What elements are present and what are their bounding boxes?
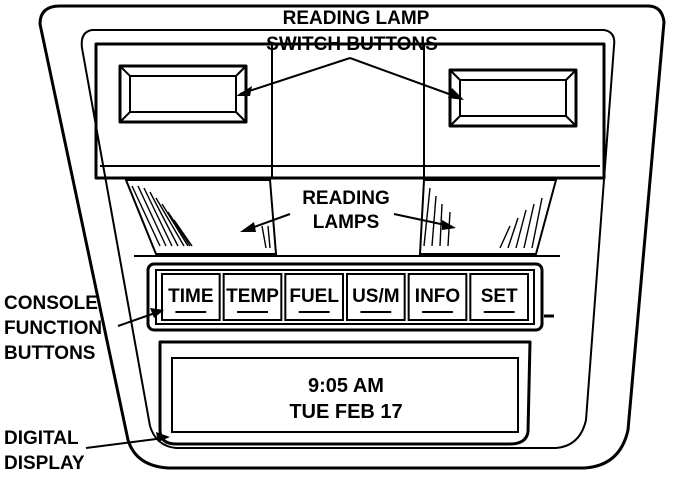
arrow-switch-right: [448, 88, 464, 100]
leader-switch-left: [239, 57, 351, 95]
callout-console-line2: FUNCTION: [4, 318, 102, 339]
callout-console-line1: CONSOLE: [4, 293, 98, 314]
callout-reading-lamp-switch-line2: SWITCH BUTTONS: [266, 34, 438, 55]
console-housing: [38, 4, 666, 470]
reading-lamp-right: [418, 179, 558, 255]
function-button-frame: [407, 273, 468, 321]
function-button-label: US/M: [352, 286, 400, 307]
reading-lamp-switch-left[interactable]: [118, 64, 248, 124]
callout-digital-line1: DIGITAL: [4, 428, 79, 449]
function-button-us-m[interactable]: US/M: [346, 273, 406, 321]
function-button-set[interactable]: SET: [469, 273, 530, 321]
callout-reading-lamp-switch-line1: READING LAMP: [283, 8, 430, 29]
lamp-hatching-left: [131, 185, 271, 249]
reading-lamp-left: [124, 179, 278, 255]
lamp-hatching-right: [423, 187, 543, 249]
callout-console-line3: BUTTONS: [4, 343, 95, 364]
display-window: [171, 357, 519, 433]
function-button-frame: [284, 273, 345, 321]
leader-console: [117, 311, 159, 327]
arrow-lamp-left: [240, 222, 256, 232]
leader-lamp-right: [393, 213, 451, 227]
function-buttons: TIME TEMP FUEL US/M INFO SET: [161, 273, 530, 321]
console-housing-inner: [80, 29, 616, 449]
leader-switch-right: [349, 57, 461, 99]
arrow-digital: [156, 432, 170, 442]
function-button-label: FUEL: [289, 286, 339, 307]
callout-reading-lamps-line1: READING: [302, 188, 390, 209]
display-time: 9:05 AM: [308, 375, 384, 397]
display-date: TUE FEB 17: [289, 401, 402, 423]
upper-switch-panel: [94, 42, 606, 180]
leader-digital: [85, 437, 165, 449]
callout-digital-line2: DISPLAY: [4, 453, 85, 474]
function-button-label: TIME: [168, 286, 213, 307]
function-button-frame: [222, 273, 283, 321]
function-button-frame: [346, 273, 406, 321]
function-button-strip-inner: [155, 269, 535, 325]
arrow-console: [150, 308, 164, 318]
arrow-switch-left: [236, 86, 252, 96]
function-button-strip: [146, 262, 544, 332]
function-button-info[interactable]: INFO: [407, 273, 468, 321]
function-button-label: TEMP: [226, 286, 279, 307]
function-button-label: INFO: [415, 286, 460, 307]
function-button-temp[interactable]: TEMP: [222, 273, 283, 321]
function-button-fuel[interactable]: FUEL: [284, 273, 345, 321]
function-button-frame: [161, 273, 221, 321]
reading-lamp-switch-right[interactable]: [448, 68, 578, 128]
function-button-frame: [469, 273, 530, 321]
arrow-lamp-right: [442, 220, 456, 230]
function-button-time[interactable]: TIME: [161, 273, 221, 321]
function-button-label: SET: [481, 286, 518, 307]
callout-reading-lamps-line2: LAMPS: [313, 212, 380, 233]
